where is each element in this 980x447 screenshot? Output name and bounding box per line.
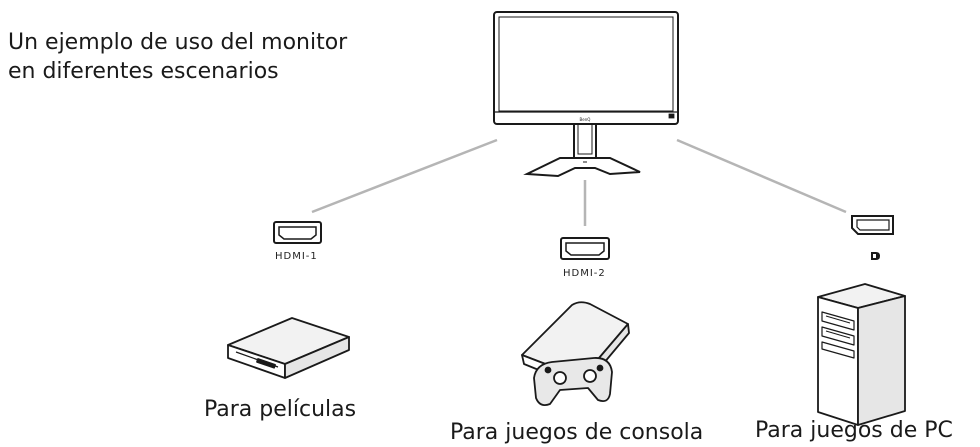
connector-line-right [676, 138, 847, 214]
blu-ray-player-icon [227, 317, 350, 379]
hdmi-2-port-icon [560, 237, 610, 260]
title-line-1: Un ejemplo de uso del monitor [8, 30, 348, 55]
title-line-2: en diferentes escenarios [8, 59, 279, 84]
hdmi-1-label: HDMI-1 [275, 251, 318, 262]
diagram-title: Un ejemplo de uso del monitor en diferen… [8, 28, 347, 86]
pc-tower-icon [817, 283, 906, 426]
hdmi-1-port-icon [273, 221, 322, 244]
displayport-logo-icon [871, 252, 880, 260]
hdmi-2-label: HDMI-2 [563, 268, 606, 279]
game-controller-icon [533, 357, 613, 407]
monitor-logo: BenQ [580, 117, 591, 122]
caption-console: Para juegos de consola [450, 420, 704, 445]
caption-movies: Para películas [204, 397, 357, 422]
monitor-icon: BenQ [493, 11, 679, 178]
caption-pc: Para juegos de PC [755, 418, 953, 443]
connector-line-left [311, 138, 498, 214]
displayport-port-icon [851, 215, 894, 235]
